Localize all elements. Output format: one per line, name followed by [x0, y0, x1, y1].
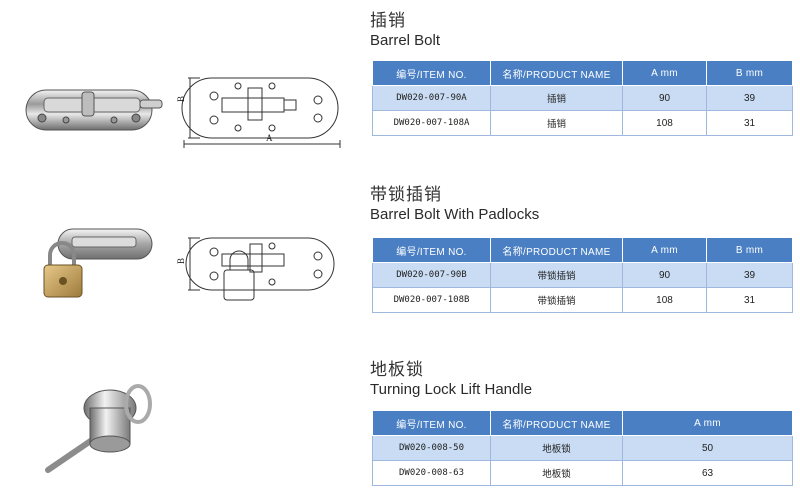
barrel-bolt-drawing: B A: [176, 70, 345, 154]
section-barrel-bolt-padlock: B 带锁插销 Barrel Bolt With Padlocks 编号/ITEM…: [38, 185, 793, 318]
spec-table-floor-lock: 编号/ITEM NO. 名称/PRODUCT NAME A mm DW020-0…: [372, 410, 793, 486]
item-code: DW020-007-90B: [372, 262, 491, 288]
header-product-name: 名称/PRODUCT NAME: [490, 410, 623, 436]
barrel-bolt-photo: [22, 80, 170, 144]
item-code: DW020-008-63: [372, 460, 491, 486]
dimension-a: 90: [622, 262, 707, 288]
product-name: 插销: [490, 85, 623, 111]
dimension-b: 31: [706, 110, 793, 136]
header-item-no: 编号/ITEM NO.: [372, 60, 491, 86]
product-name: 地板锁: [490, 460, 623, 486]
dimension-a: 90: [622, 85, 707, 111]
section-title-en: Turning Lock Lift Handle: [370, 381, 533, 398]
table-row: DW020-007-90A 插销 90 39: [372, 85, 793, 111]
section-title-cn: 地板锁: [370, 360, 424, 380]
section-title-en: Barrel Bolt With Padlocks: [370, 206, 540, 223]
header-product-name: 名称/PRODUCT NAME: [490, 237, 623, 263]
dimension-a: 50: [622, 435, 793, 461]
table-row: DW020-008-63 地板锁 63: [372, 460, 793, 486]
header-item-no: 编号/ITEM NO.: [372, 237, 491, 263]
dimension-a: 108: [622, 287, 707, 313]
spec-table-barrel-bolt: 编号/ITEM NO. 名称/PRODUCT NAME A mm B mm DW…: [372, 60, 793, 136]
table-header-row: 编号/ITEM NO. 名称/PRODUCT NAME A mm B mm: [372, 237, 793, 263]
header-a: A mm: [622, 60, 707, 86]
header-item-no: 编号/ITEM NO.: [372, 410, 491, 436]
section-title-en: Barrel Bolt: [370, 32, 441, 49]
product-name: 插销: [490, 110, 623, 136]
section-barrel-bolt: B A 插销 Barrel Bolt 编号/ITEM NO. 名称/PRODUC…: [0, 0, 800, 160]
item-code: DW020-007-108A: [372, 110, 491, 136]
padlock-bolt-photo: [38, 225, 156, 309]
table-header-row: 编号/ITEM NO. 名称/PRODUCT NAME A mm B mm: [372, 60, 793, 86]
item-code: DW020-008-50: [372, 435, 491, 461]
product-name: 地板锁: [490, 435, 623, 461]
table-row: DW020-007-108A 插销 108 31: [372, 110, 793, 136]
dimension-b: 39: [706, 85, 793, 111]
dimension-a: 108: [622, 110, 707, 136]
table-header-row: 编号/ITEM NO. 名称/PRODUCT NAME A mm: [372, 410, 793, 436]
dimension-a-label: A: [266, 133, 273, 143]
dimension-b: 39: [706, 262, 793, 288]
dimension-b: 31: [706, 287, 793, 313]
header-a: A mm: [622, 237, 707, 263]
table-row: DW020-008-50 地板锁 50: [372, 435, 793, 461]
section-title-cn: 插销: [370, 11, 406, 31]
floor-lock-photo: [40, 378, 160, 482]
dimension-a: 63: [622, 460, 793, 486]
header-a: A mm: [622, 410, 793, 436]
section-title-cn: 带锁插销: [370, 185, 442, 205]
table-row: DW020-007-90B 带锁插销 90 39: [372, 262, 793, 288]
table-row: DW020-007-108B 带锁插销 108 31: [372, 287, 793, 313]
item-code: DW020-007-108B: [372, 287, 491, 313]
padlock-bolt-drawing: B: [176, 234, 345, 318]
header-b: B mm: [706, 60, 793, 86]
header-product-name: 名称/PRODUCT NAME: [490, 60, 623, 86]
header-b: B mm: [706, 237, 793, 263]
spec-table-barrel-bolt-padlock: 编号/ITEM NO. 名称/PRODUCT NAME A mm B mm DW…: [372, 237, 793, 313]
